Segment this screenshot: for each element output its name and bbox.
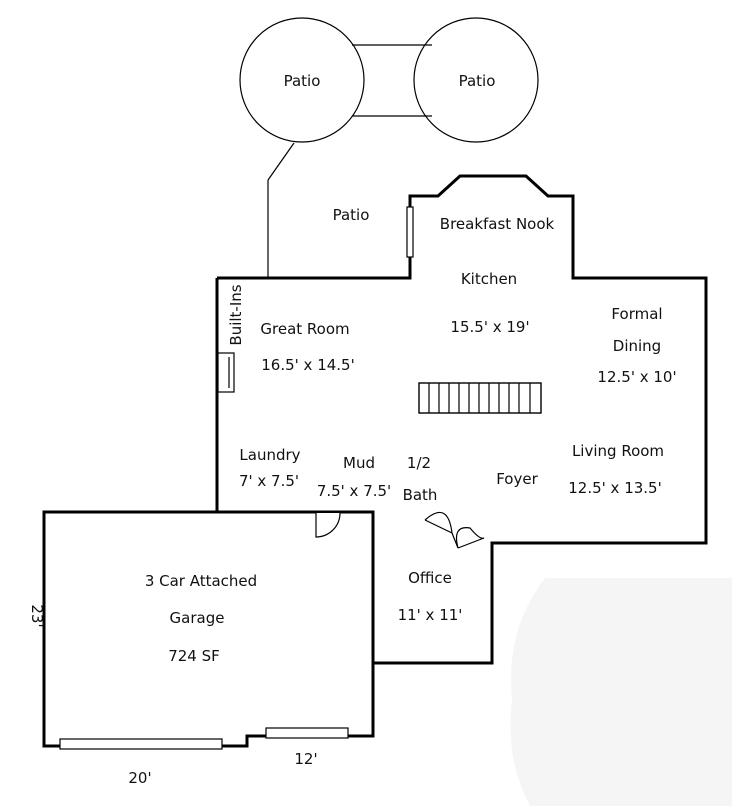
patio-circle-left: [239, 17, 365, 143]
foyer-label: Foyer: [496, 470, 538, 488]
garage-label-1: 3 Car Attached: [145, 572, 257, 590]
formal-dining-label-2: Dining: [613, 337, 661, 355]
patio-circle-right: [413, 17, 539, 143]
garage-label-2: Garage: [170, 609, 225, 627]
patio-path: [267, 142, 295, 181]
built-ins-label: Built-Ins: [227, 284, 245, 345]
great-room-size: 16.5' x 14.5': [261, 356, 354, 374]
stairs: [418, 382, 542, 414]
kitchen-size: 15.5' x 19': [450, 318, 529, 336]
kitchen-label: Kitchen: [461, 270, 517, 288]
living-room-size: 12.5' x 13.5': [568, 479, 661, 497]
half-bath-label-1: 1/2: [407, 454, 431, 472]
garage-door-large: [59, 738, 223, 750]
garage-depth-dimension: 23': [28, 604, 46, 627]
laundry-label: Laundry: [239, 446, 300, 464]
front-door: [424, 511, 485, 549]
background-shade: [510, 578, 732, 806]
garage-entry-door: [315, 512, 341, 538]
half-bath-label-2: Bath: [403, 486, 438, 504]
garage-side-width-dimension: 12': [294, 750, 317, 768]
mud-size: 7.5' x 7.5': [317, 482, 391, 500]
formal-dining-label-1: Formal: [611, 305, 662, 323]
laundry-size: 7' x 7.5': [239, 472, 299, 490]
breakfast-nook-label: Breakfast Nook: [440, 215, 555, 233]
office-size: 11' x 11': [398, 606, 463, 624]
house-outline: [217, 174, 708, 665]
garage-door-small: [265, 727, 349, 739]
garage-area: 724 SF: [168, 647, 220, 665]
patio-circle-right-label: Patio: [459, 72, 496, 90]
garage-width-dimension: 20': [128, 769, 151, 787]
built-ins-cabinet: [217, 352, 235, 393]
patio-circles: [239, 17, 539, 278]
living-room-label: Living Room: [572, 442, 664, 460]
formal-dining-size: 12.5' x 10': [597, 368, 676, 386]
nook-window: [406, 206, 414, 258]
patio-main-label: Patio: [333, 206, 370, 224]
great-room-label: Great Room: [260, 320, 349, 338]
garage-outline: [42, 510, 375, 748]
mud-label: Mud: [343, 454, 375, 472]
patio-circle-left-label: Patio: [284, 72, 321, 90]
office-label: Office: [408, 569, 452, 587]
